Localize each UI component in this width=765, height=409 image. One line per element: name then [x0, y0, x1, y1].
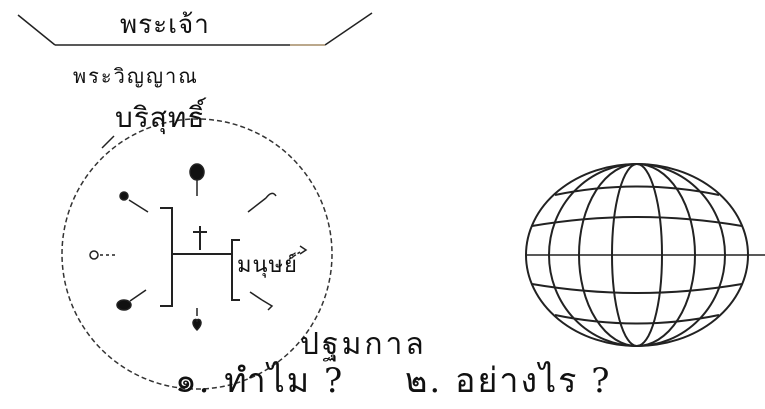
god-label: พระเจ้า — [120, 12, 210, 38]
dove-icon — [250, 292, 272, 310]
globe-icon — [526, 164, 765, 346]
heart-icon — [193, 308, 201, 330]
circle-symbols — [90, 164, 306, 330]
star-symbol-left — [120, 192, 148, 212]
creation-heading: ปฐมกาล — [300, 330, 427, 360]
cross-icon — [160, 208, 240, 306]
question-how: ๒. อย่างไร ? — [405, 364, 611, 398]
circle-symbol-left — [90, 251, 118, 259]
pure-pointer — [102, 136, 114, 148]
drop-symbol-top — [190, 164, 204, 196]
question-why: ๑. ทำไม ? — [175, 364, 344, 398]
hook-symbol-right — [248, 193, 276, 212]
holy-spirit-label: พระวิญญาณ — [73, 66, 199, 86]
pure-label: บริสุทธิ์ — [115, 104, 205, 132]
fish-icon — [117, 290, 146, 310]
human-label: มนุษย์ — [237, 255, 298, 277]
